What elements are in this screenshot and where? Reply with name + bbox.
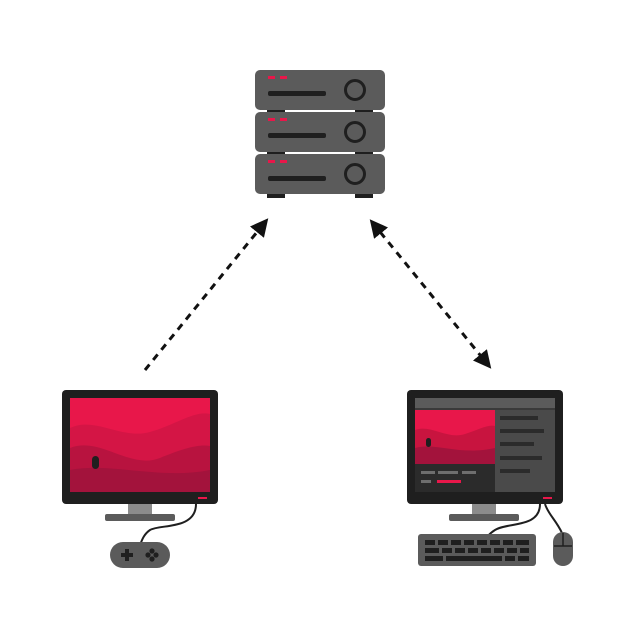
monitor-led-icon [543,497,552,499]
monitor-led-icon [198,497,207,499]
connection-arrow-workstation-server [369,219,492,369]
editor-screen [415,398,555,492]
connection-arrow-game-to-server [143,218,269,371]
status-light-icon [280,118,287,121]
game-character-icon [92,456,99,469]
gamepad-icon [110,542,170,568]
status-light-icon [280,76,287,79]
properties-panel [495,410,555,492]
server-unit [255,112,385,156]
monitor-with-gamepad-icon [62,390,218,568]
keyboard-icon [418,534,536,566]
server-rack-icon [255,70,385,198]
status-light-icon [268,160,275,163]
mouse-icon [553,532,573,566]
status-light-icon [280,160,287,163]
window-titlebar [415,398,555,408]
power-button-icon [344,79,366,101]
status-light-icon [268,76,275,79]
game-screen [70,398,210,492]
power-button-icon [344,121,366,143]
server-unit [255,154,385,198]
server-unit [255,70,385,114]
monitor-with-keyboard-mouse-icon [407,390,573,566]
power-button-icon [344,163,366,185]
status-light-icon [268,118,275,121]
